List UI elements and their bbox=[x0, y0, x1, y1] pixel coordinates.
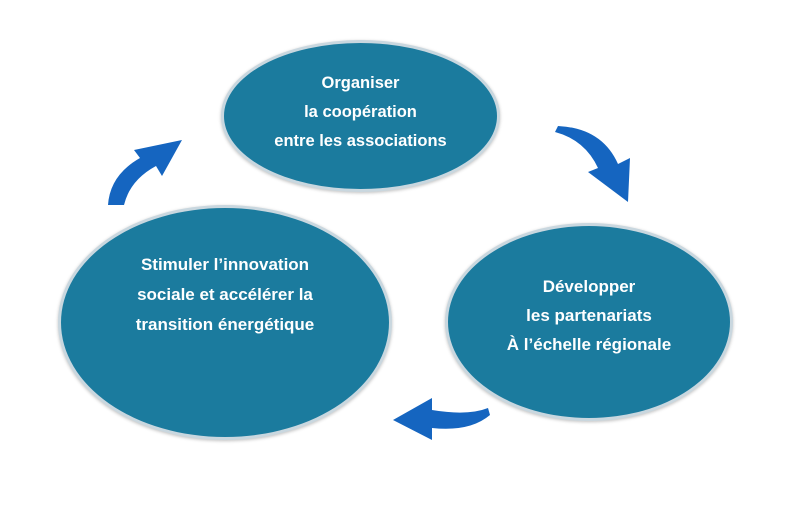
node-partenariats-text: Développer les partenariats À l’échelle … bbox=[507, 272, 671, 359]
node-cooperation-line-2: la coopération bbox=[304, 102, 417, 121]
node-partenariats: Développer les partenariats À l’échelle … bbox=[445, 223, 733, 421]
node-cooperation-line-3: entre les associations bbox=[274, 131, 447, 150]
node-innovation-text: Stimuler l’innovation sociale et accélér… bbox=[136, 250, 315, 340]
node-partenariats-line-2: les partenariats bbox=[526, 305, 652, 325]
node-partenariats-line-3: À l’échelle régionale bbox=[506, 334, 672, 354]
node-cooperation-text: Organiser la coopération entre les assoc… bbox=[274, 69, 446, 156]
node-innovation-line-2: sociale et accélérer la bbox=[137, 285, 313, 304]
node-innovation: Stimuler l’innovation sociale et accélér… bbox=[58, 205, 392, 440]
arrow-partenariats-to-innovation-shape bbox=[393, 398, 490, 440]
node-innovation-line-3: transition énergétique bbox=[135, 315, 315, 334]
node-cooperation-line-1: Organiser bbox=[321, 73, 400, 92]
node-cooperation: Organiser la coopération entre les assoc… bbox=[221, 40, 500, 192]
node-innovation-line-1: Stimuler l’innovation bbox=[140, 255, 310, 274]
arrow-cooperation-to-partenariats-shape bbox=[555, 126, 630, 202]
arrow-innovation-to-cooperation-shape bbox=[108, 140, 182, 205]
node-partenariats-line-1: Développer bbox=[542, 276, 636, 296]
